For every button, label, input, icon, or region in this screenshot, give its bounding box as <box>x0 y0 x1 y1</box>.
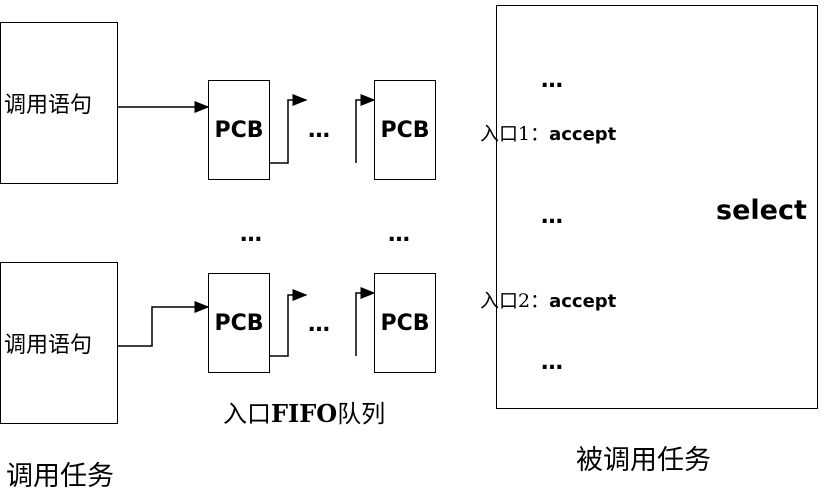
entry-2: 入口2：accept <box>480 286 616 313</box>
call-arrow-bottom <box>118 301 210 347</box>
callee-box <box>496 5 818 409</box>
chain-arrow-top-2 <box>355 94 376 163</box>
pcb-label: PCB <box>380 310 430 336</box>
queue-ellipsis-bottom: … <box>308 312 332 337</box>
queue-ellipsis-mid-left: … <box>240 222 264 247</box>
entry-1-accept: accept <box>549 124 617 145</box>
caller-box-bottom: 调用语句 <box>0 262 118 424</box>
entry-1: 入口1：accept <box>480 119 616 146</box>
queue-caption-suffix: 队列 <box>337 400 386 428</box>
entry-2-prefix: 入口2： <box>480 290 550 312</box>
chain-arrow-bottom-2 <box>355 287 376 356</box>
call-statement-bottom: 调用语句 <box>4 333 93 358</box>
pcb-box-bottom-1: PCB <box>208 273 270 373</box>
call-statement-top: 调用语句 <box>4 93 93 118</box>
pcb-label: PCB <box>214 310 264 336</box>
chain-arrow-top-1 <box>270 94 308 164</box>
callee-caption: 被调用任务 <box>576 445 711 476</box>
pcb-label: PCB <box>214 117 264 143</box>
queue-caption: 入口FIFO队列 <box>223 397 413 431</box>
caller-box-top: 调用语句 <box>0 22 118 184</box>
callee-dots-top: … <box>541 68 565 93</box>
caller-caption: 调用任务 <box>6 461 114 492</box>
chain-arrow-bottom-1 <box>270 289 308 357</box>
entry-1-prefix: 入口1： <box>480 123 550 145</box>
queue-caption-prefix: 入口 <box>223 400 271 428</box>
queue-ellipsis-mid-right: … <box>388 222 412 247</box>
queue-ellipsis-top: … <box>308 118 332 143</box>
pcb-box-top-1: PCB <box>208 80 270 180</box>
pcb-box-top-2: PCB <box>374 80 436 180</box>
select-label: select <box>716 195 807 226</box>
pcb-label: PCB <box>380 117 430 143</box>
entry-2-accept: accept <box>549 291 617 312</box>
callee-dots-bottom: … <box>541 350 565 375</box>
queue-caption-fifo: FIFO <box>271 399 338 428</box>
callee-dots-mid: … <box>541 204 565 229</box>
pcb-box-bottom-2: PCB <box>374 273 436 373</box>
